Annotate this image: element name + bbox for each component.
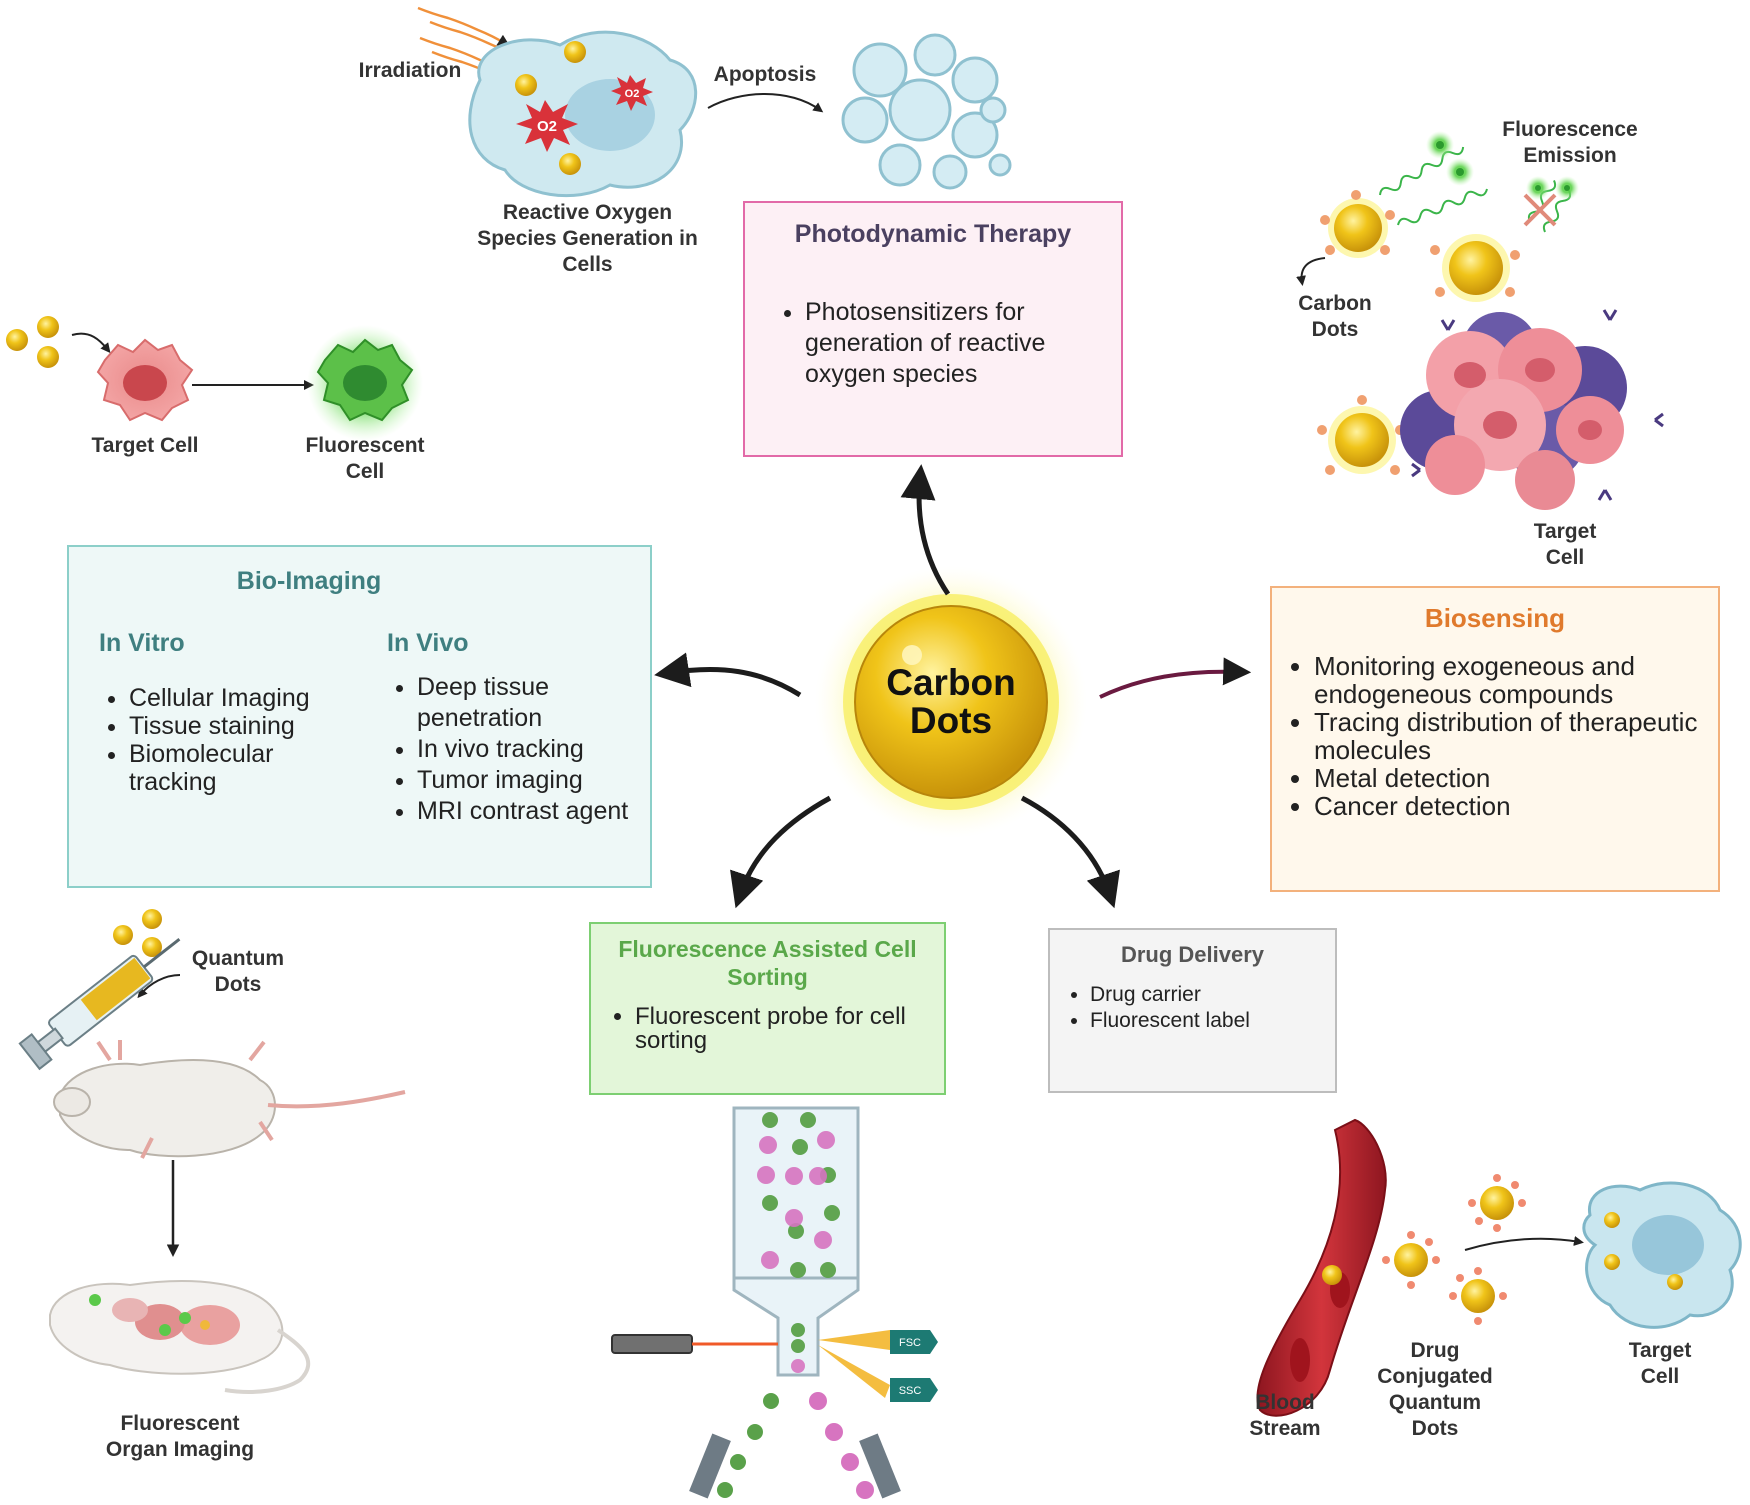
biosensing-target-cell-label: Target Cell bbox=[1533, 520, 1597, 569]
apoptotic-cell-icon bbox=[841, 33, 1012, 190]
laser-source-icon bbox=[611, 1334, 778, 1354]
facs-title: Fluorescence Assisted Cell Sorting bbox=[618, 936, 917, 990]
arrow-to-bioimaging bbox=[654, 652, 802, 698]
sorted-droplets-icon bbox=[717, 1392, 874, 1499]
fluorescence-emission-label: Fluorescence Emission bbox=[1502, 118, 1638, 167]
photodynamic-bullets: Photosensitizers for generation of react… bbox=[775, 297, 1091, 390]
quantum-dots-label: Quantum Dots bbox=[191, 947, 285, 996]
syringe-icon bbox=[18, 938, 181, 1071]
dots-to-cell-arrow bbox=[71, 332, 111, 354]
in-vitro-item: Biomolecular tracking bbox=[129, 740, 349, 796]
drug-conjugated-dots-icon bbox=[1382, 1174, 1526, 1325]
carbon-dots-line2: Dots bbox=[909, 700, 993, 741]
deflection-plates-icon bbox=[689, 1433, 901, 1499]
ros-generation-label: Reactive Oxygen Species Generation in Ce… bbox=[477, 201, 698, 276]
arrow-to-photodynamic bbox=[900, 464, 951, 596]
biosensing-item: Monitoring exogeneous and endogeneous co… bbox=[1314, 652, 1706, 708]
quench-cross-icon bbox=[1523, 193, 1557, 227]
in-vivo-heading: In Vivo bbox=[387, 629, 469, 657]
photodynamic-therapy-title: Photodynamic Therapy bbox=[794, 220, 1072, 248]
carbon-dots-label: Carbon Dots bbox=[871, 664, 1031, 740]
carbon-dots-line1: Carbon bbox=[886, 662, 1016, 703]
in-vitro-list: Cellular Imaging Tissue staining Biomole… bbox=[99, 684, 349, 796]
in-vivo-item: Tumor imaging bbox=[417, 765, 637, 796]
bio-imaging-box: Bio-Imaging In Vitro Cellular Imaging Ti… bbox=[67, 545, 652, 888]
target-cell-icon bbox=[96, 338, 194, 422]
quantum-dots-cluster-icon bbox=[113, 909, 162, 957]
dots-to-target-arrow bbox=[1464, 1236, 1584, 1251]
in-vitro-heading: In Vitro bbox=[99, 629, 185, 657]
drug-delivery-item: Drug carrier bbox=[1090, 982, 1325, 1008]
drug-delivery-list: Drug carrier Fluorescent label bbox=[1060, 982, 1325, 1034]
ros-cell-icon bbox=[468, 30, 698, 198]
facs-item: Fluorescent probe for cell sorting bbox=[635, 1005, 930, 1053]
in-vitro-item: Cellular Imaging bbox=[129, 684, 349, 712]
blood-vessel-icon bbox=[1256, 1118, 1387, 1417]
fsc-label: FSC bbox=[899, 1337, 921, 1349]
detector-beams-icon bbox=[818, 1330, 938, 1402]
carbon-dot-probe-icons bbox=[1317, 190, 1520, 475]
in-vivo-column: In Vivo Deep tissue penetration In vivo … bbox=[387, 629, 637, 827]
ros-o2-symbol-text: O2 O2 bbox=[537, 88, 639, 135]
organ-imaging-label: Fluorescent Organ Imaging bbox=[105, 1412, 255, 1461]
carbon-dots-cluster-icon bbox=[6, 316, 59, 368]
photodynamic-therapy-box: Photodynamic Therapy Photosensitizers fo… bbox=[743, 201, 1123, 457]
biosensing-box: Biosensing Monitoring exogeneous and end… bbox=[1270, 586, 1720, 892]
apoptosis-arrow bbox=[707, 93, 824, 113]
arrow-to-biosensing bbox=[1099, 657, 1252, 699]
apoptosis-label: Apoptosis bbox=[713, 63, 817, 86]
mouse-icon bbox=[53, 1040, 406, 1159]
in-vivo-item: MRI contrast agent bbox=[417, 796, 637, 827]
drug-delivery-item: Fluorescent label bbox=[1090, 1008, 1325, 1034]
carbon-dots-small-label: Carbon Dots bbox=[1298, 292, 1372, 341]
irradiation-label: Irradiation bbox=[358, 59, 462, 82]
in-vivo-item: Deep tissue penetration bbox=[417, 672, 637, 734]
in-vivo-list: Deep tissue penetration In vivo tracking… bbox=[387, 672, 637, 827]
emission-glow-dots bbox=[1426, 131, 1579, 200]
drug-delivery-title: Drug Delivery bbox=[1120, 942, 1265, 967]
biosensing-item: Cancer detection bbox=[1314, 792, 1706, 820]
in-vivo-item: In vivo tracking bbox=[417, 734, 637, 765]
quantum-dots-pointer-arrow bbox=[137, 974, 181, 999]
drug-target-cell-icon bbox=[1582, 1181, 1742, 1329]
fluorescent-cell-icon bbox=[307, 325, 423, 441]
flow-cytometer-nozzle-icon bbox=[732, 1106, 860, 1377]
bio-imaging-title: Bio-Imaging bbox=[236, 567, 382, 595]
tumor-cell-cluster-icon bbox=[1400, 309, 1664, 510]
biosensing-list: Monitoring exogeneous and endogeneous co… bbox=[1284, 652, 1706, 820]
facs-list: Fluorescent probe for cell sorting bbox=[605, 1005, 930, 1053]
biosensing-item: Tracing distribution of therapeutic mole… bbox=[1314, 708, 1706, 764]
fluorescent-cell-label: Fluorescent Cell bbox=[305, 434, 425, 483]
drug-delivery-box: Drug Delivery Drug carrier Fluorescent l… bbox=[1048, 928, 1337, 1093]
in-vitro-column: In Vitro Cellular Imaging Tissue stainin… bbox=[99, 629, 349, 796]
carbon-dots-pointer-arrow bbox=[1296, 257, 1326, 286]
drug-conjugated-label: Drug Conjugated Quantum Dots bbox=[1377, 1339, 1493, 1440]
arrow-to-facs bbox=[730, 795, 832, 909]
o2-label-small: O2 bbox=[625, 88, 640, 100]
facs-box: Fluorescence Assisted Cell Sorting Fluor… bbox=[589, 922, 946, 1095]
ssc-label: SSC bbox=[898, 1385, 922, 1397]
arrow-to-drug-delivery bbox=[1020, 795, 1120, 909]
blood-stream-label: Blood Stream bbox=[1249, 1391, 1321, 1440]
carbon-dot-center bbox=[815, 566, 1087, 838]
photodynamic-bullet: Photosensitizers for generation of react… bbox=[805, 297, 1091, 390]
target-cell-label: Target Cell bbox=[91, 434, 199, 457]
o2-label: O2 bbox=[537, 118, 557, 135]
organ-imaging-mouse-icon bbox=[49, 1280, 311, 1394]
biosensing-item: Metal detection bbox=[1314, 764, 1706, 792]
in-vitro-item: Tissue staining bbox=[129, 712, 349, 740]
biosensing-title: Biosensing bbox=[1424, 603, 1566, 633]
drug-target-cell-label: Target Cell bbox=[1628, 1339, 1692, 1388]
